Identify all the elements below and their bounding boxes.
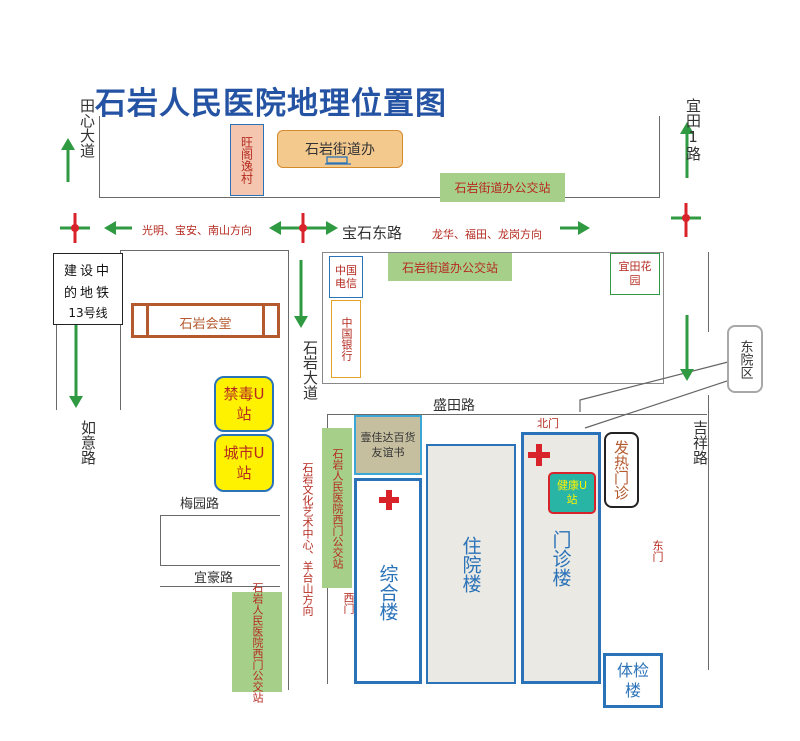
road-line <box>99 197 659 198</box>
city-block <box>322 252 664 384</box>
metro-line-text: 13号线 <box>68 306 108 320</box>
arrow-left-icon <box>269 221 289 235</box>
road-line <box>120 250 121 410</box>
building-outpatient: 门诊楼 <box>521 432 601 684</box>
place-yitian-garden: 宜田花园 <box>610 253 660 295</box>
road-line <box>659 116 660 198</box>
bus-stop-hospital-west-1: 石岩人民医院西门公交站 <box>322 428 352 588</box>
gate-north: 北门 <box>537 417 559 430</box>
direction-south: 石岩文化艺术中心、羊台山方向 <box>301 462 314 616</box>
arrow-up-icon <box>680 122 694 178</box>
building-complex: 综合楼 <box>354 478 422 684</box>
place-wanglanxi: 旺阁逸村 <box>230 124 264 196</box>
traffic-light-icon <box>671 203 701 237</box>
road-line <box>160 515 280 516</box>
bus-stop-office-top: 石岩街道办公交站 <box>440 173 565 202</box>
direction-east: 龙华、福田、龙岗方向 <box>432 228 542 241</box>
medical-cross-icon <box>379 490 399 510</box>
place-hall: 石岩会堂 <box>131 303 280 338</box>
road-label-jixiang: 吉祥路 <box>691 420 709 465</box>
place-city-station: 城市U站 <box>214 434 274 492</box>
road-label-yitian: 宜田1路 <box>684 98 702 161</box>
place-bank: 中国银行 <box>331 300 361 378</box>
arrow-up-icon <box>61 138 75 182</box>
place-east-campus: 东院区 <box>727 325 763 393</box>
road-label-meiyuan: 梅园路 <box>180 497 220 512</box>
place-office: 石岩街道办 <box>277 130 403 168</box>
gate-east: 东门 <box>651 540 664 562</box>
road-line <box>120 250 288 251</box>
road-label-yihao: 宜豪路 <box>194 571 234 586</box>
traffic-light-icon <box>60 213 90 243</box>
building-checkup: 体检楼 <box>603 653 663 708</box>
place-health-station: 健康U站 <box>548 472 596 514</box>
arrow-down-icon <box>680 315 694 381</box>
metro-line-text: 建设中 <box>63 264 112 279</box>
place-drug-station: 禁毒U站 <box>214 376 274 432</box>
metro-line-text: 的地铁 <box>63 286 112 301</box>
direction-west: 光明、宝安、南山方向 <box>142 224 252 237</box>
gate-west: 西门 <box>342 592 355 614</box>
building-inpatient: 住院楼 <box>426 444 516 684</box>
road-line <box>160 586 280 587</box>
hall-label: 石岩会堂 <box>179 317 232 332</box>
road-line <box>288 250 289 690</box>
place-telecom: 中国电信 <box>329 256 363 298</box>
bus-stop-office-mid: 石岩街道办公交站 <box>388 253 512 281</box>
place-store: 壹佳达百货友谊书 <box>354 415 422 475</box>
medical-cross-icon <box>528 444 550 466</box>
building-icon <box>325 156 351 165</box>
traffic-light-icon <box>288 213 318 243</box>
road-label-shiyan: 石岩大道 <box>301 340 319 400</box>
road-line <box>327 414 707 415</box>
road-label-tianxin: 田心大道 <box>78 98 96 158</box>
road-line <box>708 395 709 670</box>
place-fever-clinic: 发热门诊 <box>604 432 639 508</box>
road-line <box>56 325 57 410</box>
arrow-right-icon <box>318 221 338 235</box>
map-title: 石岩人民医院地理位置图 <box>95 86 447 122</box>
bus-stop-hospital-west-2: 石岩人民医院西门公交站 <box>232 582 282 703</box>
arrow-right-icon <box>560 221 590 235</box>
arrow-left-icon <box>104 221 132 235</box>
road-line <box>708 252 709 332</box>
road-label-shengtian: 盛田路 <box>433 398 475 414</box>
road-label-baoshi: 宝石东路 <box>342 224 403 242</box>
road-label-ruyi: 如意路 <box>79 420 97 465</box>
road-line <box>160 515 161 565</box>
road-line <box>160 565 280 566</box>
metro-line-13-box: 建设中 的地铁 13号线 <box>53 253 123 325</box>
road-line <box>99 116 100 198</box>
arrow-down-icon <box>294 260 308 328</box>
